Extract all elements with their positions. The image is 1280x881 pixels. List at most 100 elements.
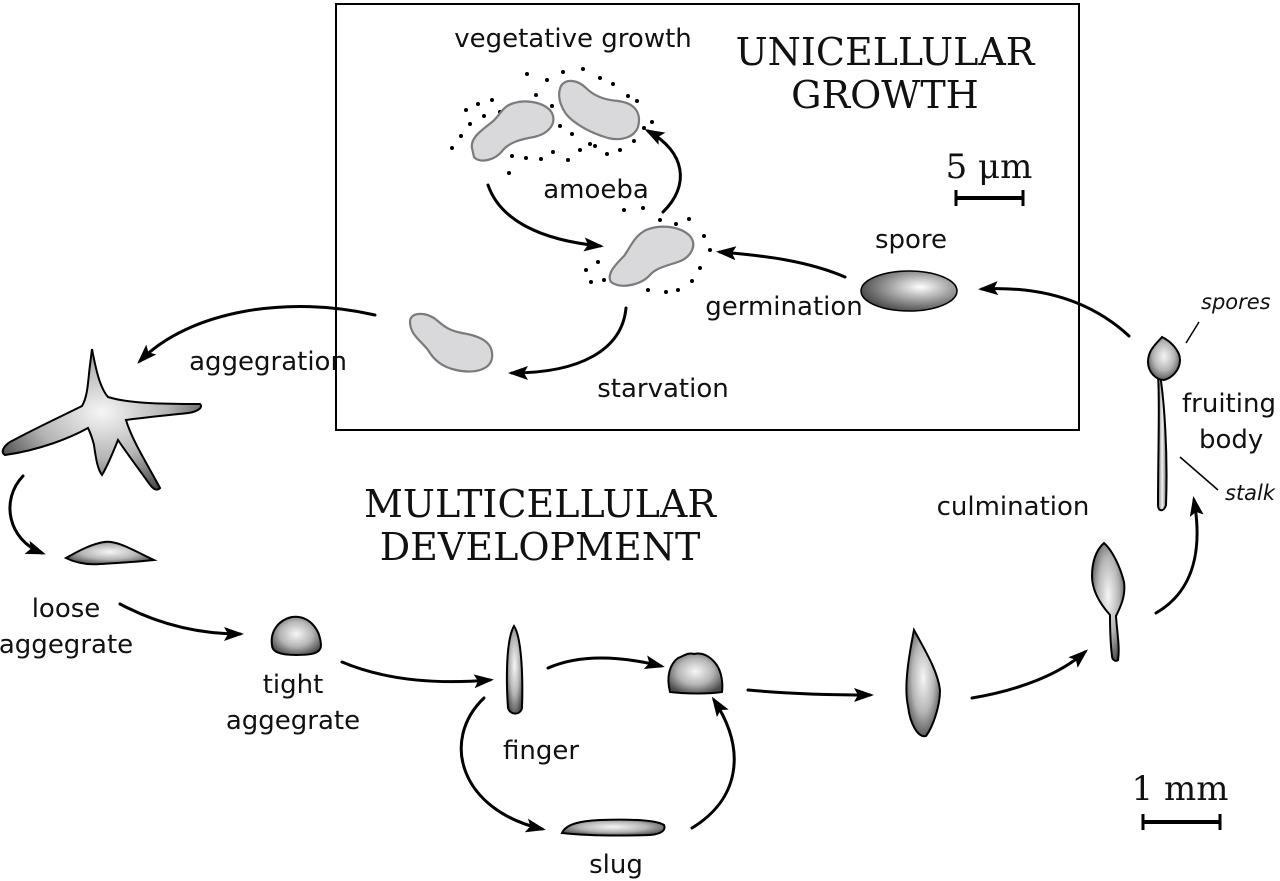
- aggregation-star: [1, 348, 202, 491]
- bacterium-dot: [510, 154, 514, 158]
- arrow-tight-to-finger: [340, 660, 494, 689]
- arrow-growth-to-division: [486, 183, 604, 252]
- label-amoeba: amoeba: [543, 175, 649, 205]
- arrow-star-to-loose: [8, 474, 46, 555]
- bacterium-dot: [596, 260, 600, 264]
- spore-head: [1146, 335, 1182, 382]
- stalk-leader-line: [1179, 456, 1219, 491]
- spore: [860, 270, 958, 312]
- multicellular-title-line1: MULTICELLULAR: [364, 482, 717, 526]
- amoeba-center: [608, 225, 695, 287]
- unicellular-title-line2: GROWTH: [791, 73, 979, 117]
- arrow-late-to-fruiting: [1154, 496, 1204, 615]
- bacterium-dot: [622, 208, 626, 212]
- label-fruiting-line1: fruiting: [1182, 389, 1276, 419]
- arrow-release-spores: [978, 281, 1131, 338]
- label-spores: spores: [1201, 290, 1271, 314]
- bacterium-dot: [626, 94, 630, 98]
- bacterium-dot: [570, 132, 574, 136]
- arrow-starvation: [508, 306, 628, 380]
- label-starvation: starvation: [597, 374, 729, 404]
- scale-bar-micro-label: 5 μm: [946, 147, 1033, 187]
- bacterium-dot: [581, 67, 585, 71]
- early-culminant: [905, 627, 942, 738]
- arrow-germination: [716, 246, 847, 279]
- bacterium-dot: [664, 290, 668, 294]
- bacterium-dot: [698, 266, 702, 270]
- bacterium-dot: [584, 268, 588, 272]
- bacterium-dot: [524, 156, 528, 160]
- arrow-aggregation: [137, 304, 377, 364]
- arrow-finger-to-hat: [546, 655, 665, 670]
- bacterium-dot: [450, 146, 454, 150]
- bacterium-dot: [490, 98, 494, 102]
- label-fruiting-line2: body: [1199, 425, 1263, 455]
- bacterium-dot: [708, 248, 712, 252]
- label-tight-line2: aggegrate: [226, 706, 360, 736]
- bacterium-dot: [464, 108, 468, 112]
- bacterium-dot: [642, 126, 646, 130]
- bacterium-dot: [650, 120, 654, 124]
- bacterium-dot: [611, 82, 615, 86]
- label-tight-line1: tight: [263, 670, 324, 700]
- bacterium-dot: [566, 158, 570, 162]
- bacterium-dot: [539, 157, 543, 161]
- bacterium-dot: [476, 102, 480, 106]
- bacterium-dot: [632, 139, 636, 143]
- bacterium-dot: [676, 288, 680, 292]
- bacterium-dot: [468, 122, 472, 126]
- loose-aggregate: [63, 540, 158, 566]
- bacterium-dot: [550, 104, 554, 108]
- amoeba-vegetative-right: [558, 79, 641, 141]
- arrow-division-to-growth: [644, 129, 682, 214]
- bacterium-dot: [545, 78, 549, 82]
- bacterium-dot: [658, 218, 662, 222]
- scale-bar-milli-label: 1 mm: [1132, 769, 1229, 809]
- bacterium-dot: [561, 70, 565, 74]
- bacterium-dot: [646, 288, 650, 292]
- late-culminant: [1090, 541, 1126, 662]
- arrow-finger-to-slug: [459, 696, 546, 833]
- bacterium-dot: [641, 206, 645, 210]
- amoeba-starving: [408, 312, 494, 373]
- fruiting-stalk: [1156, 371, 1168, 512]
- multicellular-title-line2: DEVELOPMENT: [380, 525, 701, 569]
- bacterium-dot: [525, 72, 529, 76]
- bacterium-dot: [507, 171, 511, 175]
- bacterium-dot: [558, 124, 562, 128]
- label-finger: finger: [503, 736, 579, 766]
- label-culmination: culmination: [937, 492, 1090, 522]
- label-slug: slug: [589, 850, 643, 880]
- spores-leader-line: [1185, 321, 1200, 344]
- scale-bar-milli: [1141, 814, 1222, 830]
- bacterium-dot: [690, 279, 694, 283]
- tight-aggregate: [270, 615, 323, 657]
- amoeba-vegetative-left: [470, 100, 555, 162]
- bacterium-dot: [459, 134, 463, 138]
- label-germination: germination: [705, 292, 863, 322]
- bacterium-dot: [605, 152, 609, 156]
- label-aggregation: aggegration: [189, 347, 347, 377]
- label-vegetative-growth: vegetative growth: [454, 24, 692, 54]
- bacteria-dots: [450, 67, 712, 294]
- scale-bar-micro: [954, 190, 1025, 206]
- bacterium-dot: [534, 93, 538, 97]
- bacterium-dot: [598, 76, 602, 80]
- bacterium-dot: [593, 144, 597, 148]
- bacterium-dot: [635, 99, 639, 103]
- bacterium-dot: [702, 234, 706, 238]
- label-spore: spore: [875, 225, 947, 255]
- arrow-culminant-to-late: [970, 649, 1089, 700]
- arrow-hat-to-culminant: [746, 687, 874, 702]
- arrow-slug-to-hat: [690, 696, 736, 830]
- unicellular-growth-box: [335, 3, 1080, 431]
- cycle-arrows: [8, 129, 1204, 833]
- bacterium-dot: [578, 148, 582, 152]
- bacterium-dot: [687, 217, 691, 221]
- label-loose-line2: aggegrate: [0, 630, 133, 660]
- mexican-hat: [667, 652, 724, 695]
- bacterium-dot: [618, 148, 622, 152]
- bacterium-dot: [482, 114, 486, 118]
- bacterium-dot: [588, 142, 592, 146]
- slug: [560, 818, 666, 837]
